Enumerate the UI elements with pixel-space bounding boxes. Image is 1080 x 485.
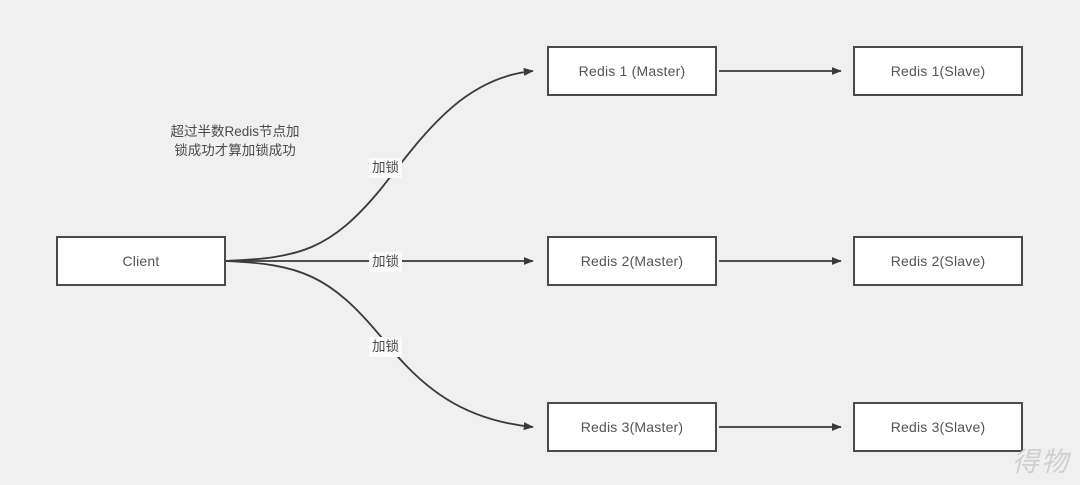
annotation-line-1: 超过半数Redis节点加	[170, 124, 300, 139]
edge-client-to-redis1	[224, 67, 534, 262]
node-redis3-slave[interactable]: Redis 3(Slave)	[853, 402, 1023, 452]
node-redis1-master-label: Redis 1 (Master)	[578, 63, 686, 79]
node-redis1-slave[interactable]: Redis 1(Slave)	[853, 46, 1023, 96]
annotation-line-2: 锁成功才算加锁成功	[174, 143, 296, 158]
node-redis3-master-label: Redis 3(Master)	[580, 419, 684, 435]
edge-label-lock-1: 加锁	[369, 158, 402, 178]
node-redis3-master[interactable]: Redis 3(Master)	[547, 402, 717, 452]
node-redis2-slave[interactable]: Redis 2(Slave)	[853, 236, 1023, 286]
annotation-majority-note: 超过半数Redis节点加 锁成功才算加锁成功	[150, 122, 320, 160]
node-client[interactable]: Client	[56, 236, 226, 286]
node-redis2-master-label: Redis 2(Master)	[580, 253, 684, 269]
edge-label-lock-2: 加锁	[369, 252, 402, 272]
edge-label-lock-3: 加锁	[369, 337, 402, 357]
node-redis1-slave-label: Redis 1(Slave)	[890, 63, 986, 79]
node-client-label: Client	[122, 253, 160, 269]
node-redis2-master[interactable]: Redis 2(Master)	[547, 236, 717, 286]
node-redis2-slave-label: Redis 2(Slave)	[890, 253, 986, 269]
node-redis1-master[interactable]: Redis 1 (Master)	[547, 46, 717, 96]
watermark: 得物	[1012, 447, 1070, 477]
node-redis3-slave-label: Redis 3(Slave)	[890, 419, 986, 435]
